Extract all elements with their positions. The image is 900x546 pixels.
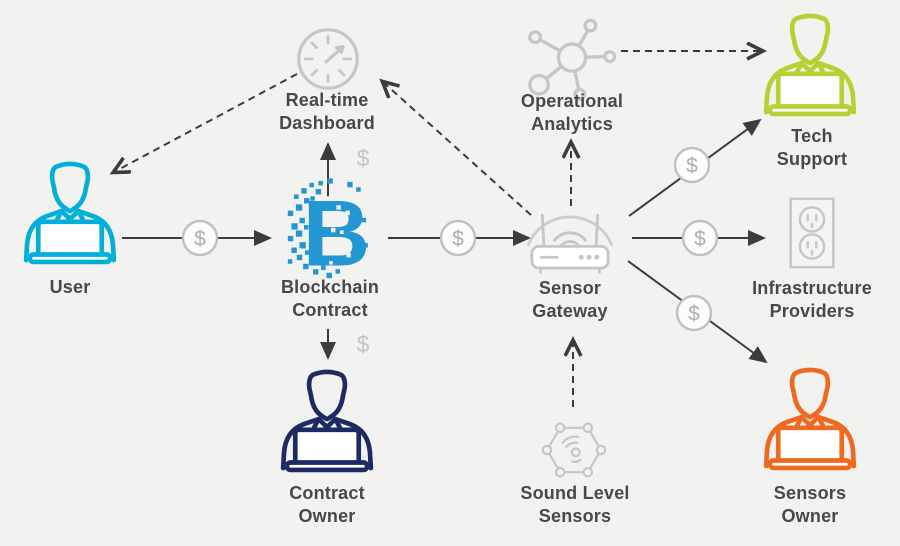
money-circle-user-blockchain: $ (181, 219, 219, 257)
edge-gateway-to-dashboard (383, 82, 532, 216)
label-sensor-gateway: Sensor Gateway (532, 278, 608, 321)
money-circle-gateway-tech: $ (673, 146, 711, 184)
person-laptop-icon (763, 367, 857, 471)
dollar-sign-dashboard: $ (357, 145, 370, 171)
node-sensor-gateway (518, 196, 622, 276)
money-circle-gateway-infrastructure: $ (681, 219, 719, 257)
money-circle-blockchain-gateway: $ (439, 219, 477, 257)
label-user: User (49, 277, 91, 297)
node-sensors-owner (754, 366, 866, 471)
money-markers: $ $ $ $ $ $ $ (181, 145, 719, 357)
person-laptop-icon (280, 369, 374, 473)
network-nodes-icon (528, 18, 617, 101)
svg-text:B: B (303, 181, 371, 282)
label-sound-sensors: Sound Level Sensors (520, 483, 630, 526)
person-laptop-icon (763, 13, 857, 117)
dollar-sign: $ (694, 228, 706, 251)
label-sensors-owner: Sensors Owner (773, 483, 847, 526)
node-dashboard (295, 26, 361, 92)
dollar-sign: $ (688, 303, 700, 326)
node-contract-owner (271, 368, 383, 473)
label-tech-support: Tech Support (776, 126, 848, 169)
node-analytics (517, 14, 627, 106)
node-blockchain-contract: B (286, 178, 376, 282)
dollar-sign: $ (194, 228, 206, 251)
blockchain-pixel-b-icon: B (287, 178, 371, 282)
money-circle-gateway-sensors-owner: $ (675, 294, 713, 332)
label-analytics: Operational Analytics (520, 91, 624, 134)
edge-dashboard-to-user (114, 73, 298, 172)
node-user (14, 160, 126, 265)
power-outlet-icon (789, 197, 835, 269)
label-blockchain-contract: Blockchain Contract (280, 277, 380, 320)
router-icon (527, 213, 613, 274)
gauge-icon (297, 28, 359, 90)
dollar-sign-contract-owner: $ (357, 331, 370, 357)
node-tech-support (754, 12, 866, 117)
dollar-sign: $ (686, 155, 698, 178)
label-dashboard: Real-time Dashboard (279, 90, 375, 133)
person-laptop-icon (23, 161, 117, 265)
node-sound-sensors (541, 420, 607, 480)
label-infrastructure: Infrastructure Providers (752, 278, 872, 321)
dollar-sign: $ (452, 228, 464, 251)
hexagon-sensor-icon (541, 422, 607, 478)
node-infrastructure (787, 196, 837, 270)
label-contract-owner: Contract Owner (289, 483, 365, 526)
